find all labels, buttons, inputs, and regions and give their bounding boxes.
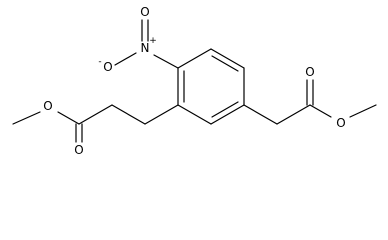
nitro-oxygen-top-atom: O [140, 5, 149, 19]
ring-bond-1-2 [177, 48, 212, 69]
nitro-nitrogen-atom: N [141, 41, 150, 55]
nitro-n-to-o-minus-bond [114, 52, 137, 66]
nitro-nitrogen-charge: + [149, 36, 157, 46]
ch2-to-ch2-bond [111, 104, 146, 125]
chemical-structure-diagram: N + O O - O O O O [12, 5, 377, 157]
ring-bond-5-6 [177, 104, 212, 125]
ring-to-nitro-n-bond [153, 54, 179, 69]
methyl-acetate-chain: O O [243, 65, 377, 130]
left-ester-single-oxygen-atom: O [43, 99, 52, 113]
ring-to-ch2-right-bond [243, 104, 278, 125]
ch2-to-carbonyl-bond [78, 104, 113, 125]
ring-to-ch2-bond [144, 104, 179, 125]
nitro-oxygen-minus-atom: O [103, 60, 112, 74]
ring-double-bond-inner-b [211, 101, 239, 118]
ring-bond-4-5 [210, 104, 245, 125]
right-ester-single-oxygen-atom: O [336, 116, 345, 130]
left-ester-carbonyl-oxygen-atom: O [74, 143, 83, 157]
left-carbonyl-to-o-bond [57, 111, 80, 125]
left-o-to-methyl-bond [12, 111, 41, 125]
benzene-ring [177, 48, 245, 125]
right-ester-carbonyl-oxygen-atom: O [305, 65, 314, 79]
right-o-to-methyl-bond [349, 104, 377, 118]
nitro-oxygen-charge: - [98, 57, 101, 67]
ring-bond-2-3 [210, 48, 245, 69]
ring-double-bond-inner-a [211, 55, 239, 72]
nitro-group: N + O O - [98, 5, 179, 74]
ch2-to-carbonyl-right-bond [276, 104, 311, 125]
methyl-propanoate-chain: O O [12, 99, 179, 157]
right-carbonyl-to-o-bond [309, 104, 332, 118]
